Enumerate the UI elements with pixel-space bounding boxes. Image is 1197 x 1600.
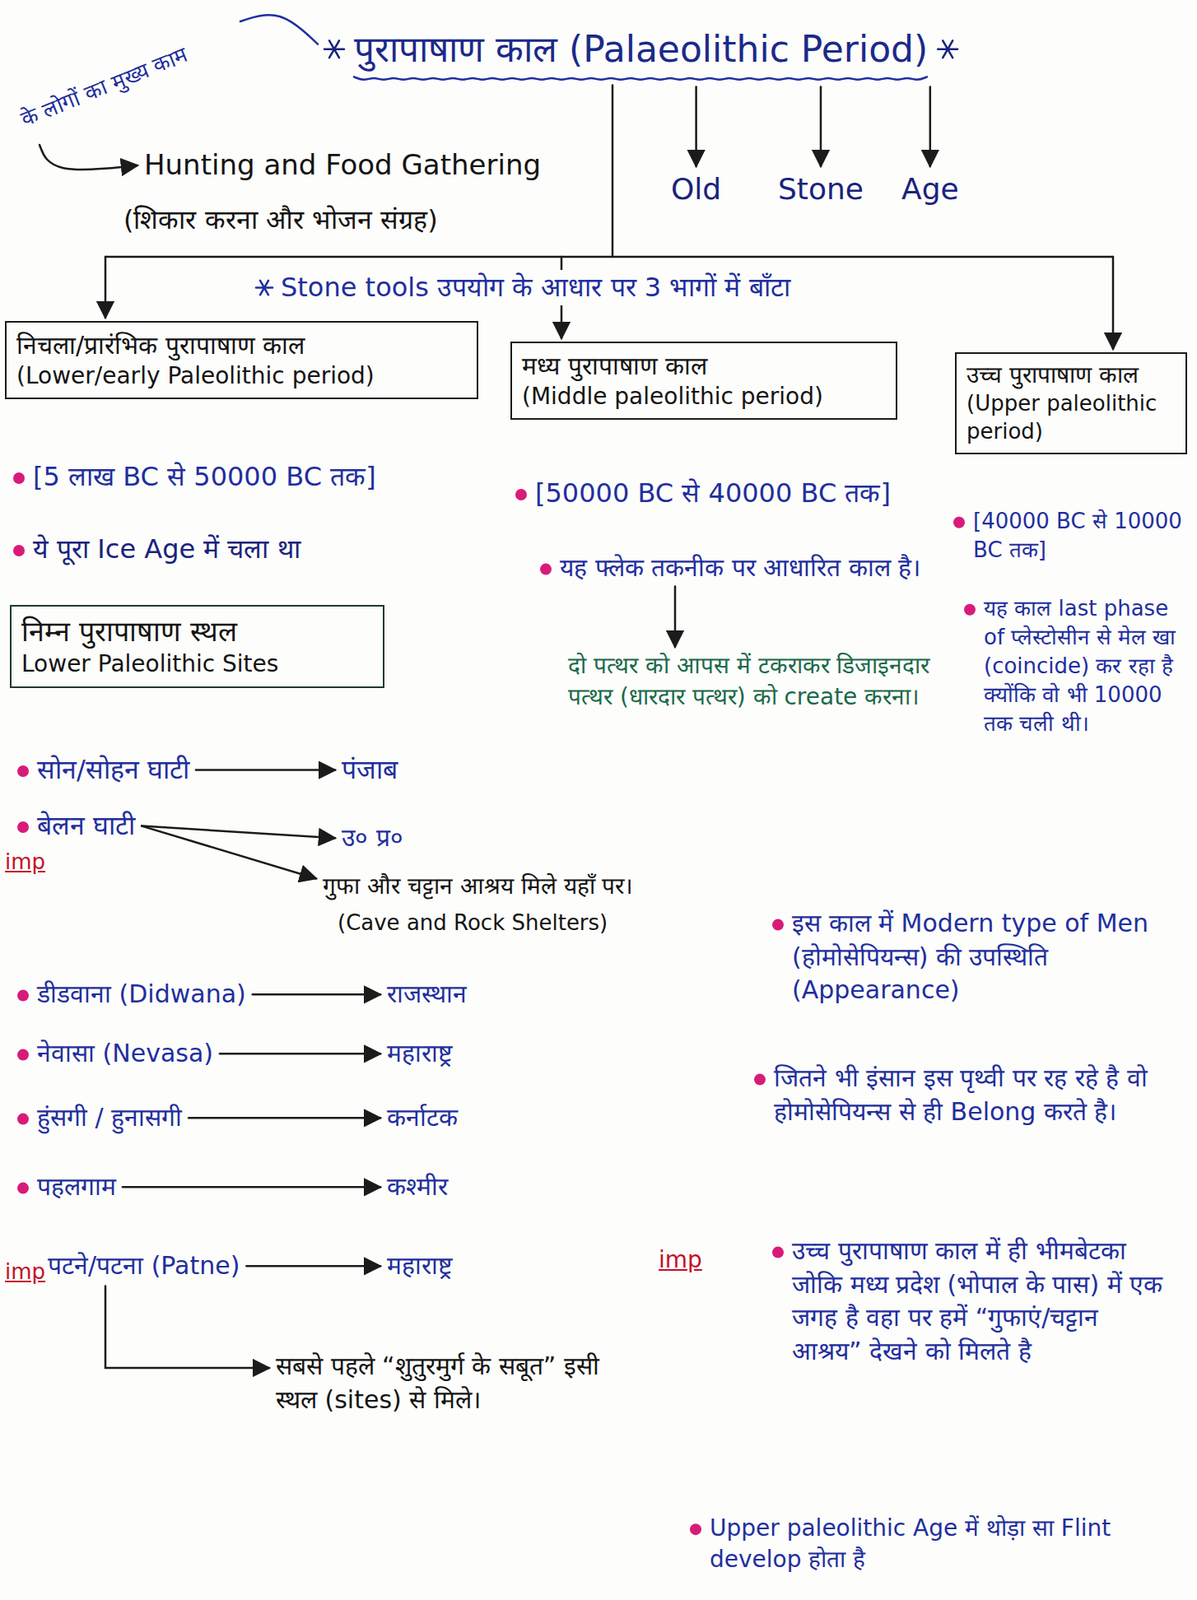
bullet-dot [17, 821, 29, 834]
star-symbol [329, 40, 340, 58]
bullet-dot [17, 1183, 29, 1195]
imp-mark: imp [4, 847, 46, 877]
note-text: उच्च पुरापाषाण काल में ही भीमबेटका जोकि … [791, 1234, 1175, 1369]
note-text: Upper paleolithic Age में थोड़ा सा Flint… [709, 1513, 1178, 1576]
site-arrow [219, 1052, 381, 1056]
site-note: सबसे पहले “शुतुरमुर्ग के सबूत” इसी स्थल … [275, 1350, 647, 1417]
bullet-dot [17, 990, 29, 1002]
box-subheading: (Upper paleolithic period) [966, 390, 1176, 447]
state-name: राजस्थान [386, 978, 467, 1012]
note-text: ये पूरा Ice Age में चला था [32, 531, 301, 568]
site-name: पटने/पटना (Patne) [47, 1249, 240, 1284]
note-text: दो पत्थर को आपस में टकराकर डिजाइनदार पत्… [568, 650, 964, 713]
date-range: [50000 BC से 40000 BC तक] [535, 475, 891, 512]
site-arrow [246, 1265, 381, 1268]
imp-mark: imp [4, 1257, 46, 1287]
division-note: Stone tools उपयोग के आधार पर 3 भागों में… [275, 270, 796, 306]
bullet-dot [17, 765, 29, 778]
bullet-dot [17, 1113, 29, 1126]
bullet-dot [953, 516, 965, 529]
box-heading: निचला/प्रारंभिक पुरापाषाण काल [16, 329, 467, 362]
site-name: हुंसगी / हुनासगी [37, 1101, 182, 1136]
bullet-dot [772, 919, 784, 932]
annotation-note: के लोगों का मुख्य काम [16, 40, 192, 134]
site-arrow [188, 1117, 381, 1120]
site-arrow [195, 768, 336, 772]
site-name: सोन/सोहन घाटी [37, 752, 190, 788]
site-name: बेलन घाटी [37, 808, 136, 844]
star-symbol [942, 40, 953, 58]
bullet-dot [689, 1523, 702, 1536]
tree-line [105, 256, 1114, 259]
tree-arrow [104, 256, 108, 318]
stone-age-word: Stone [777, 169, 864, 210]
star-symbol [329, 40, 340, 58]
bullet-dot [964, 604, 976, 616]
site-arrow [122, 1186, 381, 1189]
wavy-underline [353, 76, 927, 80]
state-name: कश्मीर [386, 1170, 448, 1205]
tree-line [611, 84, 615, 257]
tree-arrow [1112, 256, 1115, 350]
box-subheading: Lower Paleolithic Sites [21, 649, 373, 680]
main-activity: Hunting and Food Gathering [144, 146, 541, 185]
star-symbol [260, 280, 269, 295]
down-arrow [694, 86, 698, 167]
note-text: यह काल last phase of प्लेस्टोसीन से मेल … [983, 594, 1186, 739]
site-name: पहलगाम [37, 1170, 117, 1205]
site-name: नेवासा (Nevasa) [37, 1037, 214, 1072]
curved-arrow [39, 144, 138, 170]
box-subheading: (Lower/early Paleolithic period) [16, 361, 467, 392]
down-arrow [929, 86, 932, 167]
state-name: कर्नाटक [386, 1101, 458, 1136]
curved-line [240, 14, 318, 45]
site-arrow [141, 826, 336, 839]
bullet-dot [540, 563, 552, 576]
date-range: [40000 BC से 10000 BC तक] [973, 507, 1186, 565]
site-note: (Cave and Rock Shelters) [337, 908, 608, 938]
note-text: जितने भी इंसान इस पृथ्वी पर रह रहे है वो… [773, 1061, 1178, 1129]
state-name: उ० प्र० [341, 821, 404, 856]
bullet-dot [754, 1074, 766, 1086]
bullet-dot [515, 489, 527, 501]
down-arrow [674, 586, 677, 648]
bullet-dot [13, 544, 25, 557]
stone-age-word: Age [901, 169, 960, 210]
box-heading: उच्च पुरापाषाण काल [966, 360, 1176, 391]
state-name: पंजाब [341, 752, 398, 788]
down-arrow [105, 1286, 270, 1370]
heading-box: निम्न पुरापाषाण स्थलLower Paleolithic Si… [9, 605, 385, 689]
box-heading: निम्न पुरापाषाण स्थल [21, 613, 373, 650]
star-symbol [942, 40, 953, 58]
note-text: इस काल में Modern type of Men (होमोसेपिय… [791, 907, 1175, 1008]
down-arrow [819, 86, 823, 167]
bullet-dot [772, 1247, 784, 1259]
box-heading: मध्य पुरापाषाण काल [521, 349, 886, 382]
period-box: उच्च पुरापाषाण काल(Upper paleolithic per… [954, 352, 1188, 455]
bullet-dot [13, 472, 25, 485]
site-arrow [141, 826, 317, 880]
star-symbol [260, 280, 269, 295]
bullet-dot [17, 1049, 29, 1062]
period-box: मध्य पुरापाषाण काल(Middle paleolithic pe… [510, 341, 898, 420]
period-box: निचला/प्रारंभिक पुरापाषाण काल(Lower/earl… [4, 321, 479, 400]
site-name: डीडवाना (Didwana) [37, 978, 247, 1012]
site-arrow [252, 993, 381, 997]
note-text: यह फ्लेक तकनीक पर आधारित काल है। [559, 551, 947, 586]
date-range: [5 लाख BC से 50000 BC तक] [32, 459, 377, 495]
stone-age-word: Old [670, 169, 722, 210]
main-activity-hindi: (शिकार करना और भोजन संग्रह) [123, 202, 438, 238]
site-note: गुफा और चट्टान आश्रय मिले यहाँ पर। [322, 870, 718, 903]
state-name: महाराष्ट्र [386, 1037, 453, 1072]
box-subheading: (Middle paleolithic period) [521, 381, 886, 412]
title-heading: पुरापाषाण काल (Palaeolithic Period) [353, 24, 928, 74]
state-name: महाराष्ट्र [386, 1249, 453, 1284]
imp-mark: imp [658, 1244, 703, 1277]
